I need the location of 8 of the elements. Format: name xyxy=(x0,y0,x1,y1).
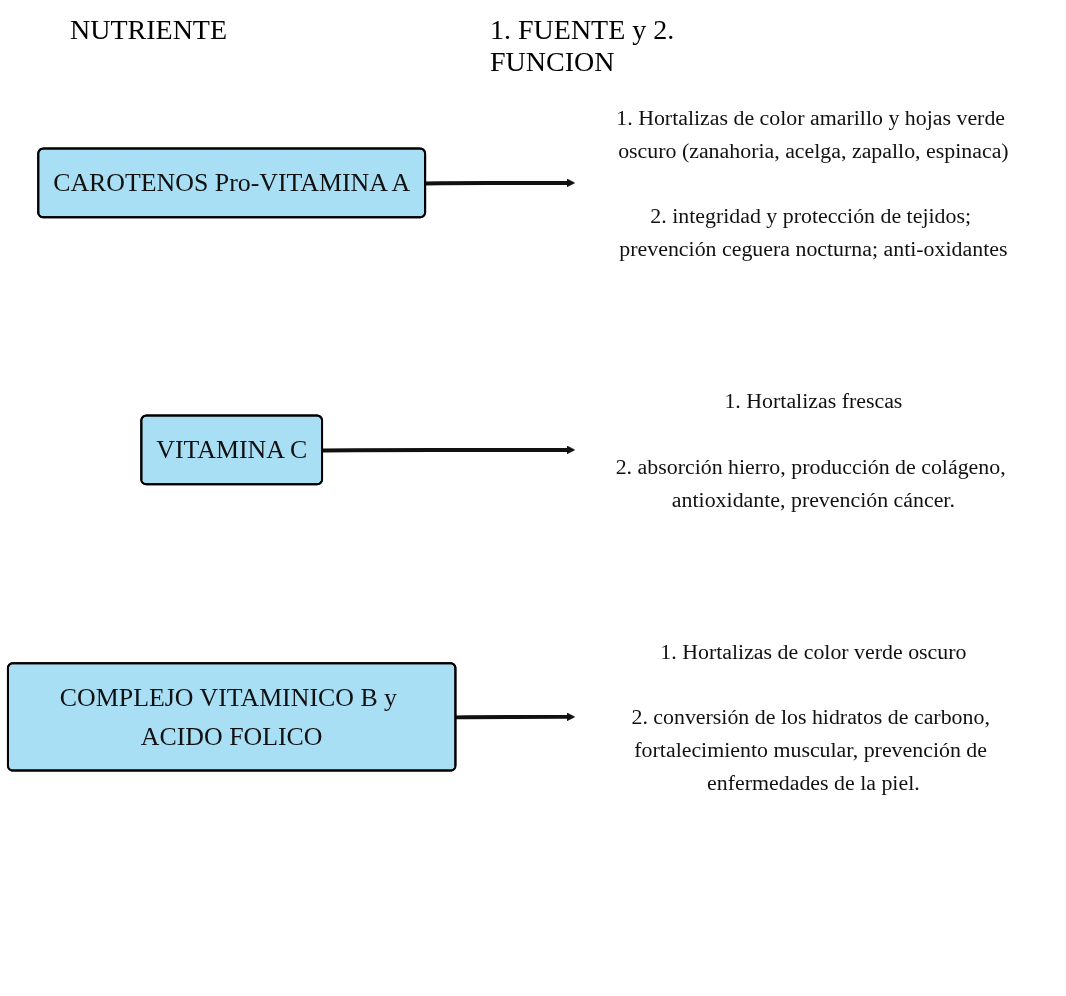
arrow xyxy=(455,712,576,722)
arrow xyxy=(322,445,576,455)
node-text: 1. Hortalizas frescas 2. absorción hierro, producción de colágeno, antioxidante, prevención cáncer. xyxy=(615,388,1006,512)
node-text: 1. Hortalizas de color amarillo y hojas verde oscuro (zanahoria, acelga, zapallo, espinaca) 2. integridad y protección de tejidos; prevención ceguera nocturna; anti-oxidantes xyxy=(616,104,1009,261)
column-heading: NUTRIENTE xyxy=(69,14,229,47)
column-heading: 1. FUENTE y 2. FUNCION xyxy=(490,14,676,78)
node-text: 1. Hortalizas de color verde oscuro 2. conversión de los hidratos de carbono, fortalecimiento muscular, prevención de enfermedades de la piel. xyxy=(631,638,990,795)
arrow xyxy=(425,178,576,188)
